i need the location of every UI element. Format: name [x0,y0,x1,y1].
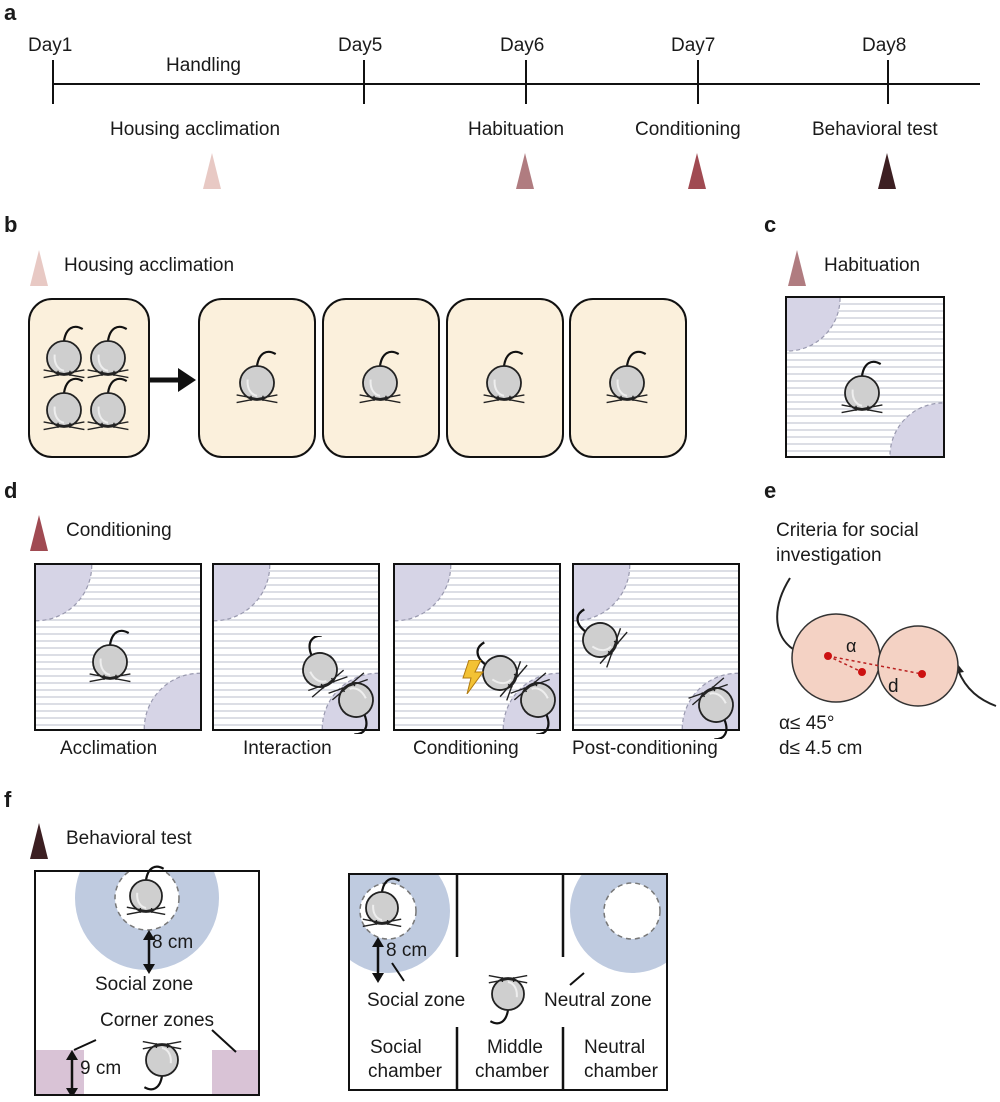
mouse-icon [30,376,98,444]
shock-icon [461,660,485,694]
step-interaction-label: Interaction [243,738,332,759]
mouse-icon [476,962,540,1026]
mouse-icon [566,606,634,674]
mouse-icon [350,876,414,940]
mouse-icon [114,864,178,928]
step-post-conditioning-label: Post-conditioning [572,738,718,759]
habituation-marker-icon [788,250,806,286]
left-social-zone-label: Social zone [95,974,194,995]
day7-label: Day7 [671,35,716,56]
panel-label-f: f [4,787,12,812]
panel-c-title: Habituation [824,255,921,276]
mouse-icon [828,359,896,427]
mouse-icon [322,666,390,734]
mouse-icon [223,349,291,417]
social-criteria-diagram: α d [770,570,998,720]
tick-day7 [697,60,699,104]
day6-label: Day6 [500,35,545,56]
mouse-icon [346,349,414,417]
left-dist-label: 8 cm [152,932,194,953]
panel-label-b: b [4,212,18,237]
group-cage [28,298,150,458]
day1-label: Day1 [28,35,73,56]
chamber-social-line1: Social [370,1037,422,1058]
panel-e-title-line2: investigation [776,545,882,566]
mouse-icon [286,636,354,704]
behavioral-marker-icon [878,153,896,189]
left-corner-zones-label: Corner zones [100,1010,215,1031]
mouse-icon [466,639,534,707]
chamber-middle-line2: chamber [475,1061,549,1082]
mouse-icon [76,628,144,696]
mouse-icon [74,376,142,444]
panel-label-a: a [4,0,17,25]
alpha-symbol: α [846,636,857,656]
left-corner-dist-label: 9 cm [80,1058,122,1079]
conditioning-marker-icon [30,515,48,551]
tick-day8 [887,60,889,104]
chamber-neutral-line1: Neutral [584,1037,646,1058]
stage-habituation-label: Habituation [468,119,565,140]
mouse-icon [470,349,538,417]
day8-label: Day8 [862,35,907,56]
arrow-icon [150,362,206,398]
tick-day1 [52,60,54,104]
mouse-icon [30,324,98,392]
conditioning-marker-icon [688,153,706,189]
timeline-axis [52,83,980,85]
mouse-icon [74,324,142,392]
chamber-neutral-line2: chamber [584,1061,658,1082]
panel-label-c: c [764,212,777,237]
stage-behavioral-label: Behavioral test [812,119,938,140]
right-social-zone-label: Social zone [367,990,466,1011]
mouse-icon [682,671,750,739]
right-dist-label: 8 cm [386,940,428,961]
panel-d-title: Conditioning [66,520,172,541]
panel-b-title: Housing acclimation [64,255,235,276]
step-acclimation-label: Acclimation [60,738,158,759]
d-symbol: d [888,676,899,697]
habituation-arena [785,296,945,458]
right-neutral-zone-label: Neutral zone [544,990,652,1011]
mouse-icon [130,1028,194,1092]
panel-label-d: d [4,478,18,503]
panel-label-e: e [764,478,777,503]
day5-label: Day5 [338,35,383,56]
tick-day5 [363,60,365,104]
housing-marker-icon [30,250,48,286]
stage-conditioning-label: Conditioning [635,119,741,140]
panel-e-title-line1: Criteria for social [776,520,919,541]
mouse-icon [504,666,572,734]
habituation-marker-icon [516,153,534,189]
chamber-social-line2: chamber [368,1061,442,1082]
chamber-middle-line1: Middle [487,1037,543,1058]
behavioral-marker-icon [30,823,48,859]
stage-housing-label: Housing acclimation [110,119,281,140]
panel-f-title: Behavioral test [66,828,192,849]
tick-day6 [525,60,527,104]
mouse-icon [593,349,661,417]
criteria-angle: α≤ 45° [779,713,835,734]
handling-label: Handling [166,55,241,76]
housing-marker-icon [203,153,221,189]
step-conditioning-label: Conditioning [413,738,519,759]
criteria-distance: d≤ 4.5 cm [779,738,863,759]
